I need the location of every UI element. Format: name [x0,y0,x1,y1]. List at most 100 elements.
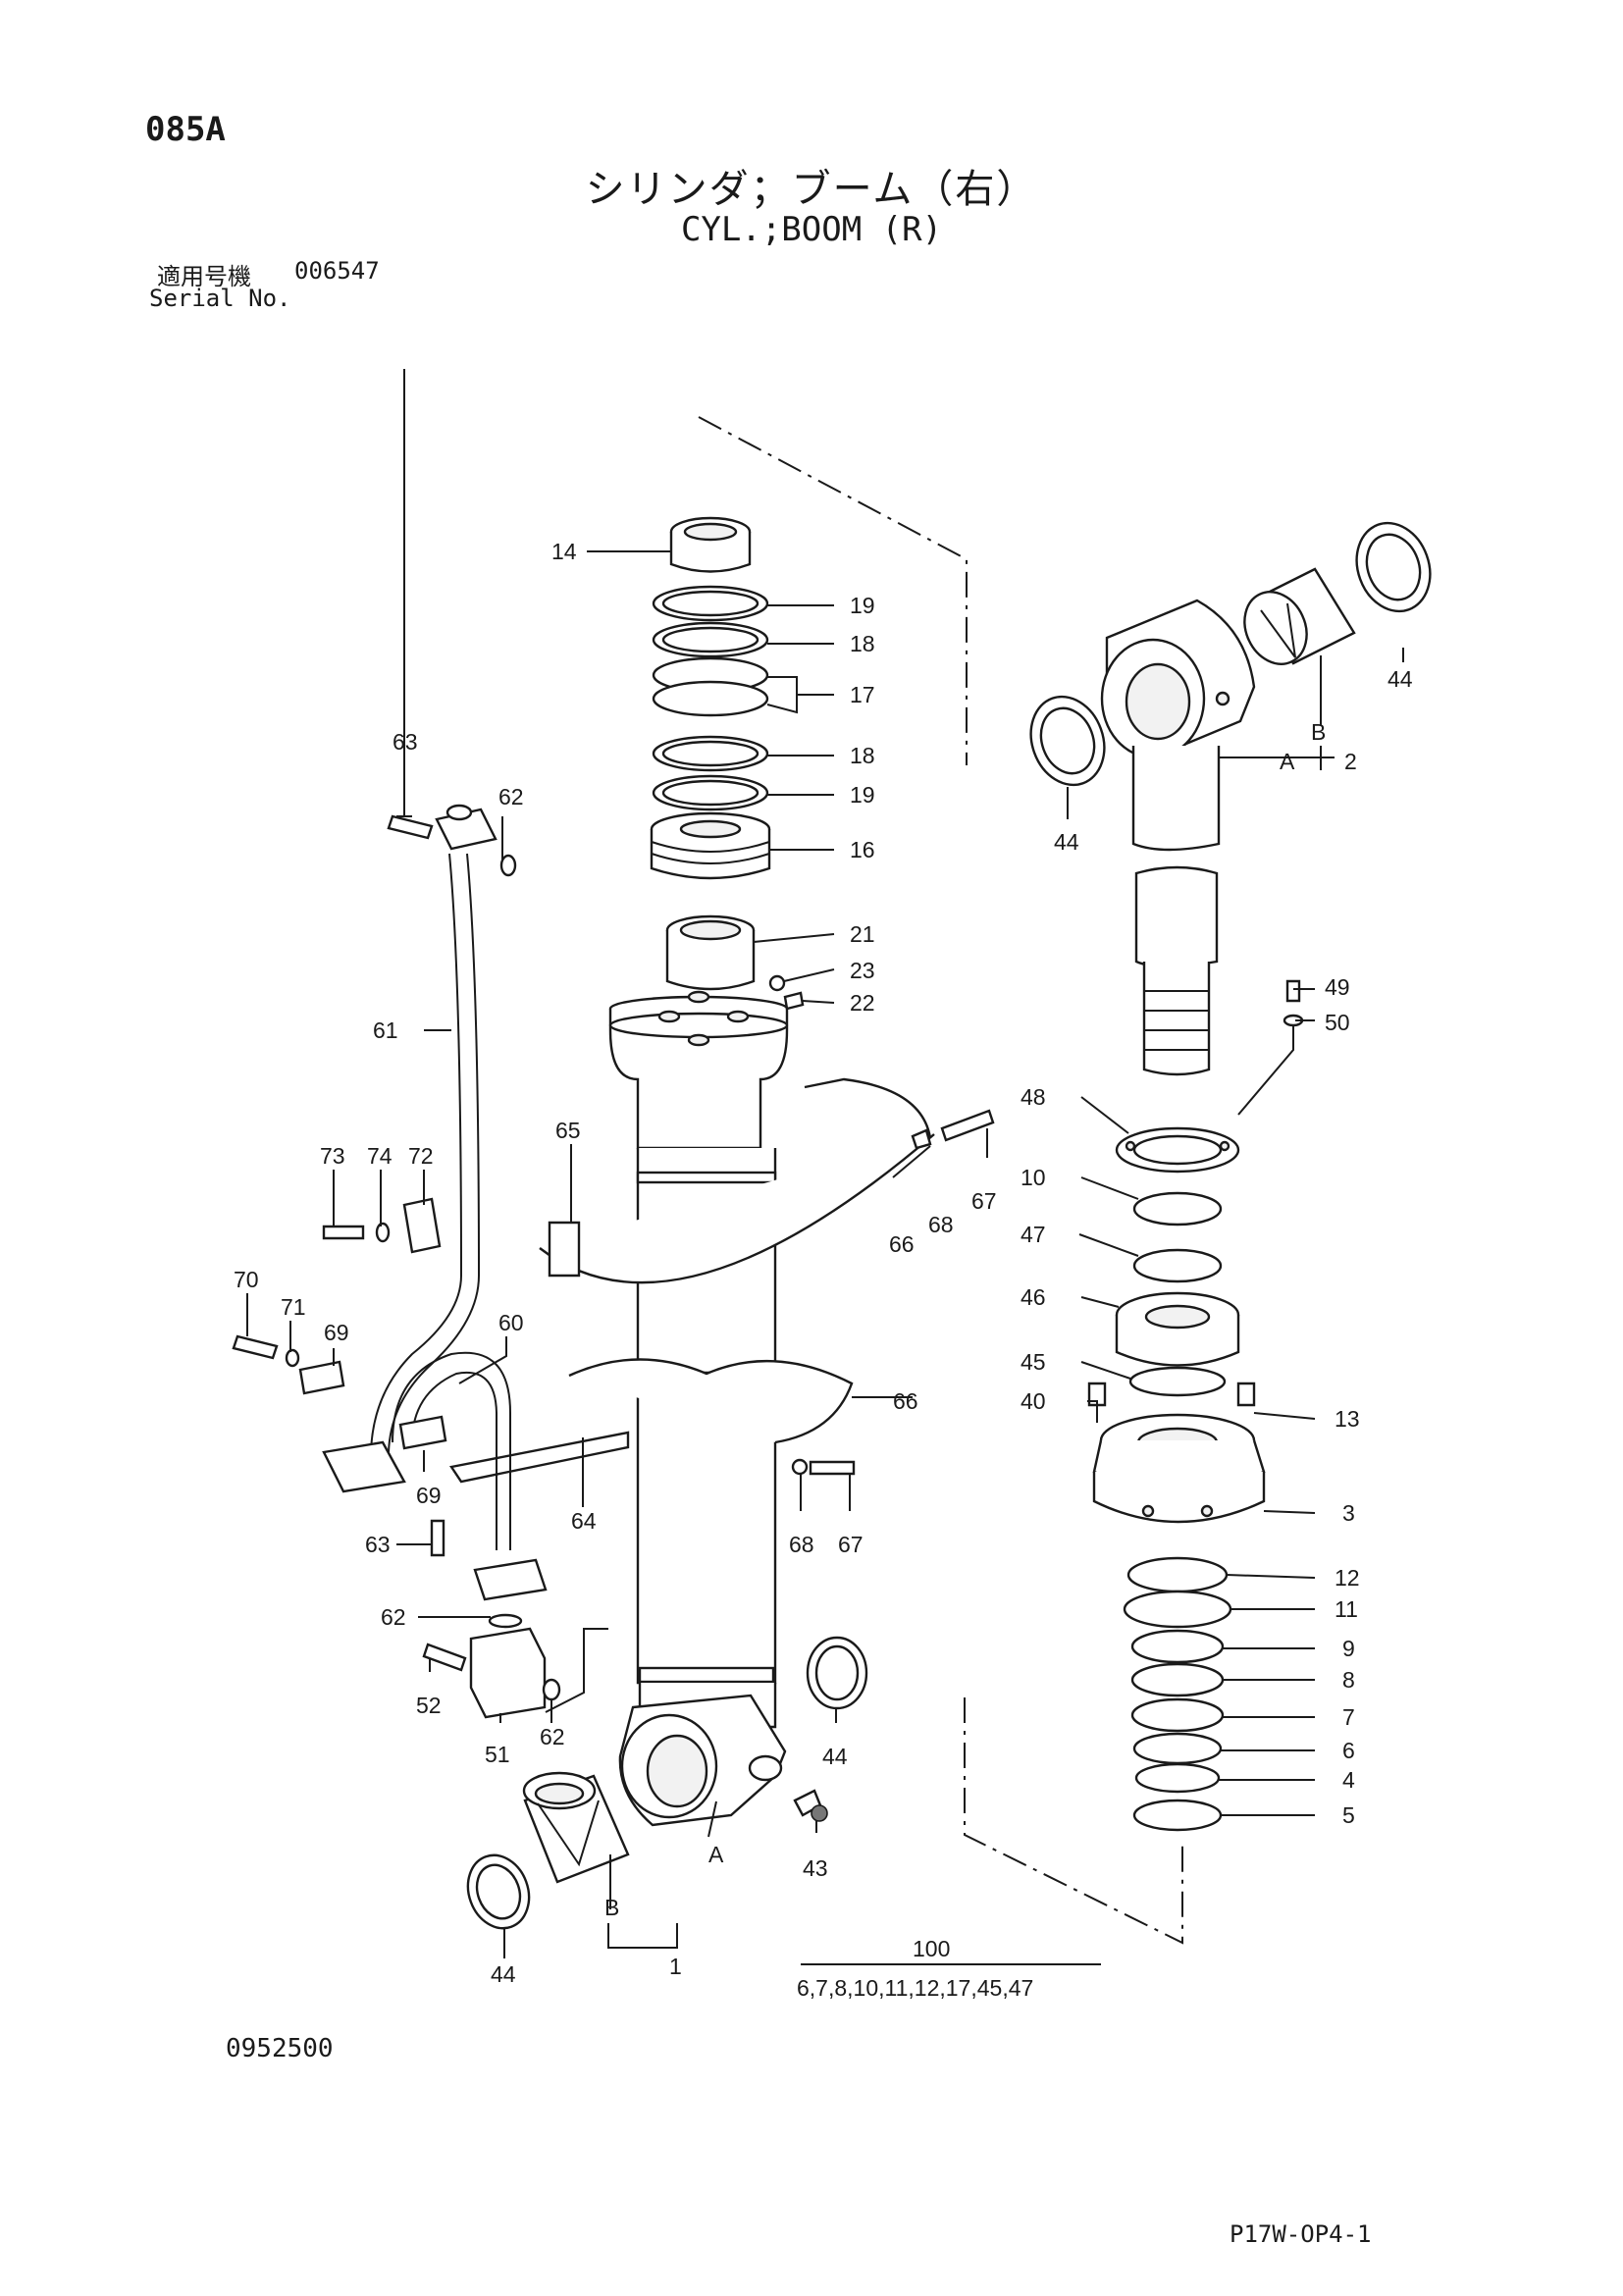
retainer-46 [1115,1291,1240,1367]
callout-a-rod: A [1280,749,1295,774]
callout-21: 21 [850,921,875,947]
callout-14: 14 [551,539,577,564]
callout-44-rod-left: 44 [1054,829,1079,855]
o-ring-62-side [542,1678,561,1701]
callout-18-upper: 18 [850,631,875,656]
rod-seal-ring-44-left [1029,695,1106,787]
clamp-69-upper [298,1360,345,1395]
callout-1: 1 [669,1954,682,1979]
callout-19-lower: 19 [850,782,875,808]
bolt-49 [1285,979,1301,1003]
callout-19-upper: 19 [850,593,875,618]
pipe-61-a [370,853,463,1453]
callout-17: 17 [850,682,875,707]
pipe-flange-bottom [473,1558,548,1601]
callout-52: 52 [416,1693,442,1718]
band-clamp-66-lower [568,1358,854,1444]
connector-line-51 [545,1628,608,1713]
bushing-14 [669,516,752,573]
block-51 [469,1627,547,1719]
washer-71 [285,1348,300,1368]
callout-46: 46 [1021,1284,1046,1310]
pipe-flange-left [322,1440,406,1493]
callout-69-upper: 69 [324,1320,349,1345]
pipe-flange-top-cap [445,804,473,821]
callout-62-side: 62 [540,1724,565,1749]
callout-b-rod: B [1311,719,1326,745]
callout-45: 45 [1021,1349,1046,1375]
callout-48: 48 [1021,1084,1046,1110]
bolt-73 [322,1225,365,1240]
callout-13: 13 [1335,1406,1360,1432]
set-screw-22 [783,991,805,1011]
piston-16 [650,811,771,880]
o-ring-62-upper [499,854,517,877]
callout-22: 22 [850,990,875,1016]
callout-62-upper: 62 [498,784,524,809]
rod-bushing [1243,567,1356,665]
page-title-japanese: シリンダ；ブーム（右） [585,167,1038,212]
callout-63-upper: 63 [393,729,418,755]
steel-ball-23 [768,974,786,992]
plate-48 [1115,1126,1240,1174]
callout-7: 7 [1342,1704,1355,1730]
callout-11: 11 [1335,1596,1358,1622]
callout-72: 72 [408,1143,434,1169]
bolt-52 [422,1643,467,1672]
callout-16: 16 [850,837,875,862]
drawing-number: 0952500 [226,2034,334,2063]
o-ring-47 [1132,1248,1223,1283]
callout-5: 5 [1342,1802,1355,1828]
washer-74 [375,1222,391,1243]
callout-67-upper: 67 [971,1188,997,1214]
callout-51: 51 [485,1742,510,1767]
gland-seal-stack [1123,1556,1232,1832]
callout-67-lower: 67 [838,1532,864,1557]
clamp-upper-66 [804,1077,932,1139]
callout-62-lower: 62 [381,1604,406,1630]
clamp-block-65 [548,1221,581,1278]
callout-100: 100 [913,1936,950,1961]
sheet-reference: P17W-OP4-1 [1230,2220,1372,2248]
callout-49: 49 [1325,974,1350,1000]
pipe-61-b [388,853,481,1453]
piston-rod [1134,865,1219,1076]
washer-68-lower [791,1458,809,1476]
callout-70: 70 [234,1267,259,1292]
callout-74: 74 [367,1143,393,1169]
bolt-67-lower [809,1460,856,1476]
right-seal-ring-44 [806,1636,868,1710]
callout-50: 50 [1325,1010,1350,1035]
grease-fitting-40 [1087,1382,1107,1407]
bolt-13 [1236,1382,1256,1407]
callout-64: 64 [571,1508,597,1534]
callout-labels: 14 19 18 17 18 19 16 21 23 22 63 62 61 7… [234,539,1413,2001]
bracket-64 [449,1431,630,1484]
callout-12: 12 [1335,1565,1360,1591]
callout-44-right: 44 [822,1744,848,1769]
callout-18-lower: 18 [850,743,875,768]
group-bracket-upper [698,416,968,765]
pipe-60-b [411,1371,497,1550]
bolt-70 [232,1334,279,1360]
clamp-69-lower [398,1415,447,1450]
tube-bottom-eye [618,1694,787,1827]
callout-6: 6 [1342,1738,1355,1763]
callout-44-rod-right: 44 [1387,666,1413,692]
group-bracket-lower [964,1697,1183,1945]
callout-47: 47 [1021,1222,1046,1247]
callout-68-upper: 68 [928,1212,954,1237]
leader-lines [246,369,1404,1965]
callout-73: 73 [320,1143,345,1169]
callout-4: 4 [1342,1767,1355,1793]
o-ring-62-lower [488,1613,523,1629]
callout-b-tube: B [604,1895,619,1920]
callout-40: 40 [1021,1388,1046,1414]
callout-8: 8 [1342,1667,1355,1693]
callout-66-upper: 66 [889,1231,915,1257]
callout-44-left: 44 [491,1961,516,1987]
callout-65: 65 [555,1118,581,1143]
bolt-63-upper [387,814,434,840]
bolt-67-upper [940,1109,995,1142]
